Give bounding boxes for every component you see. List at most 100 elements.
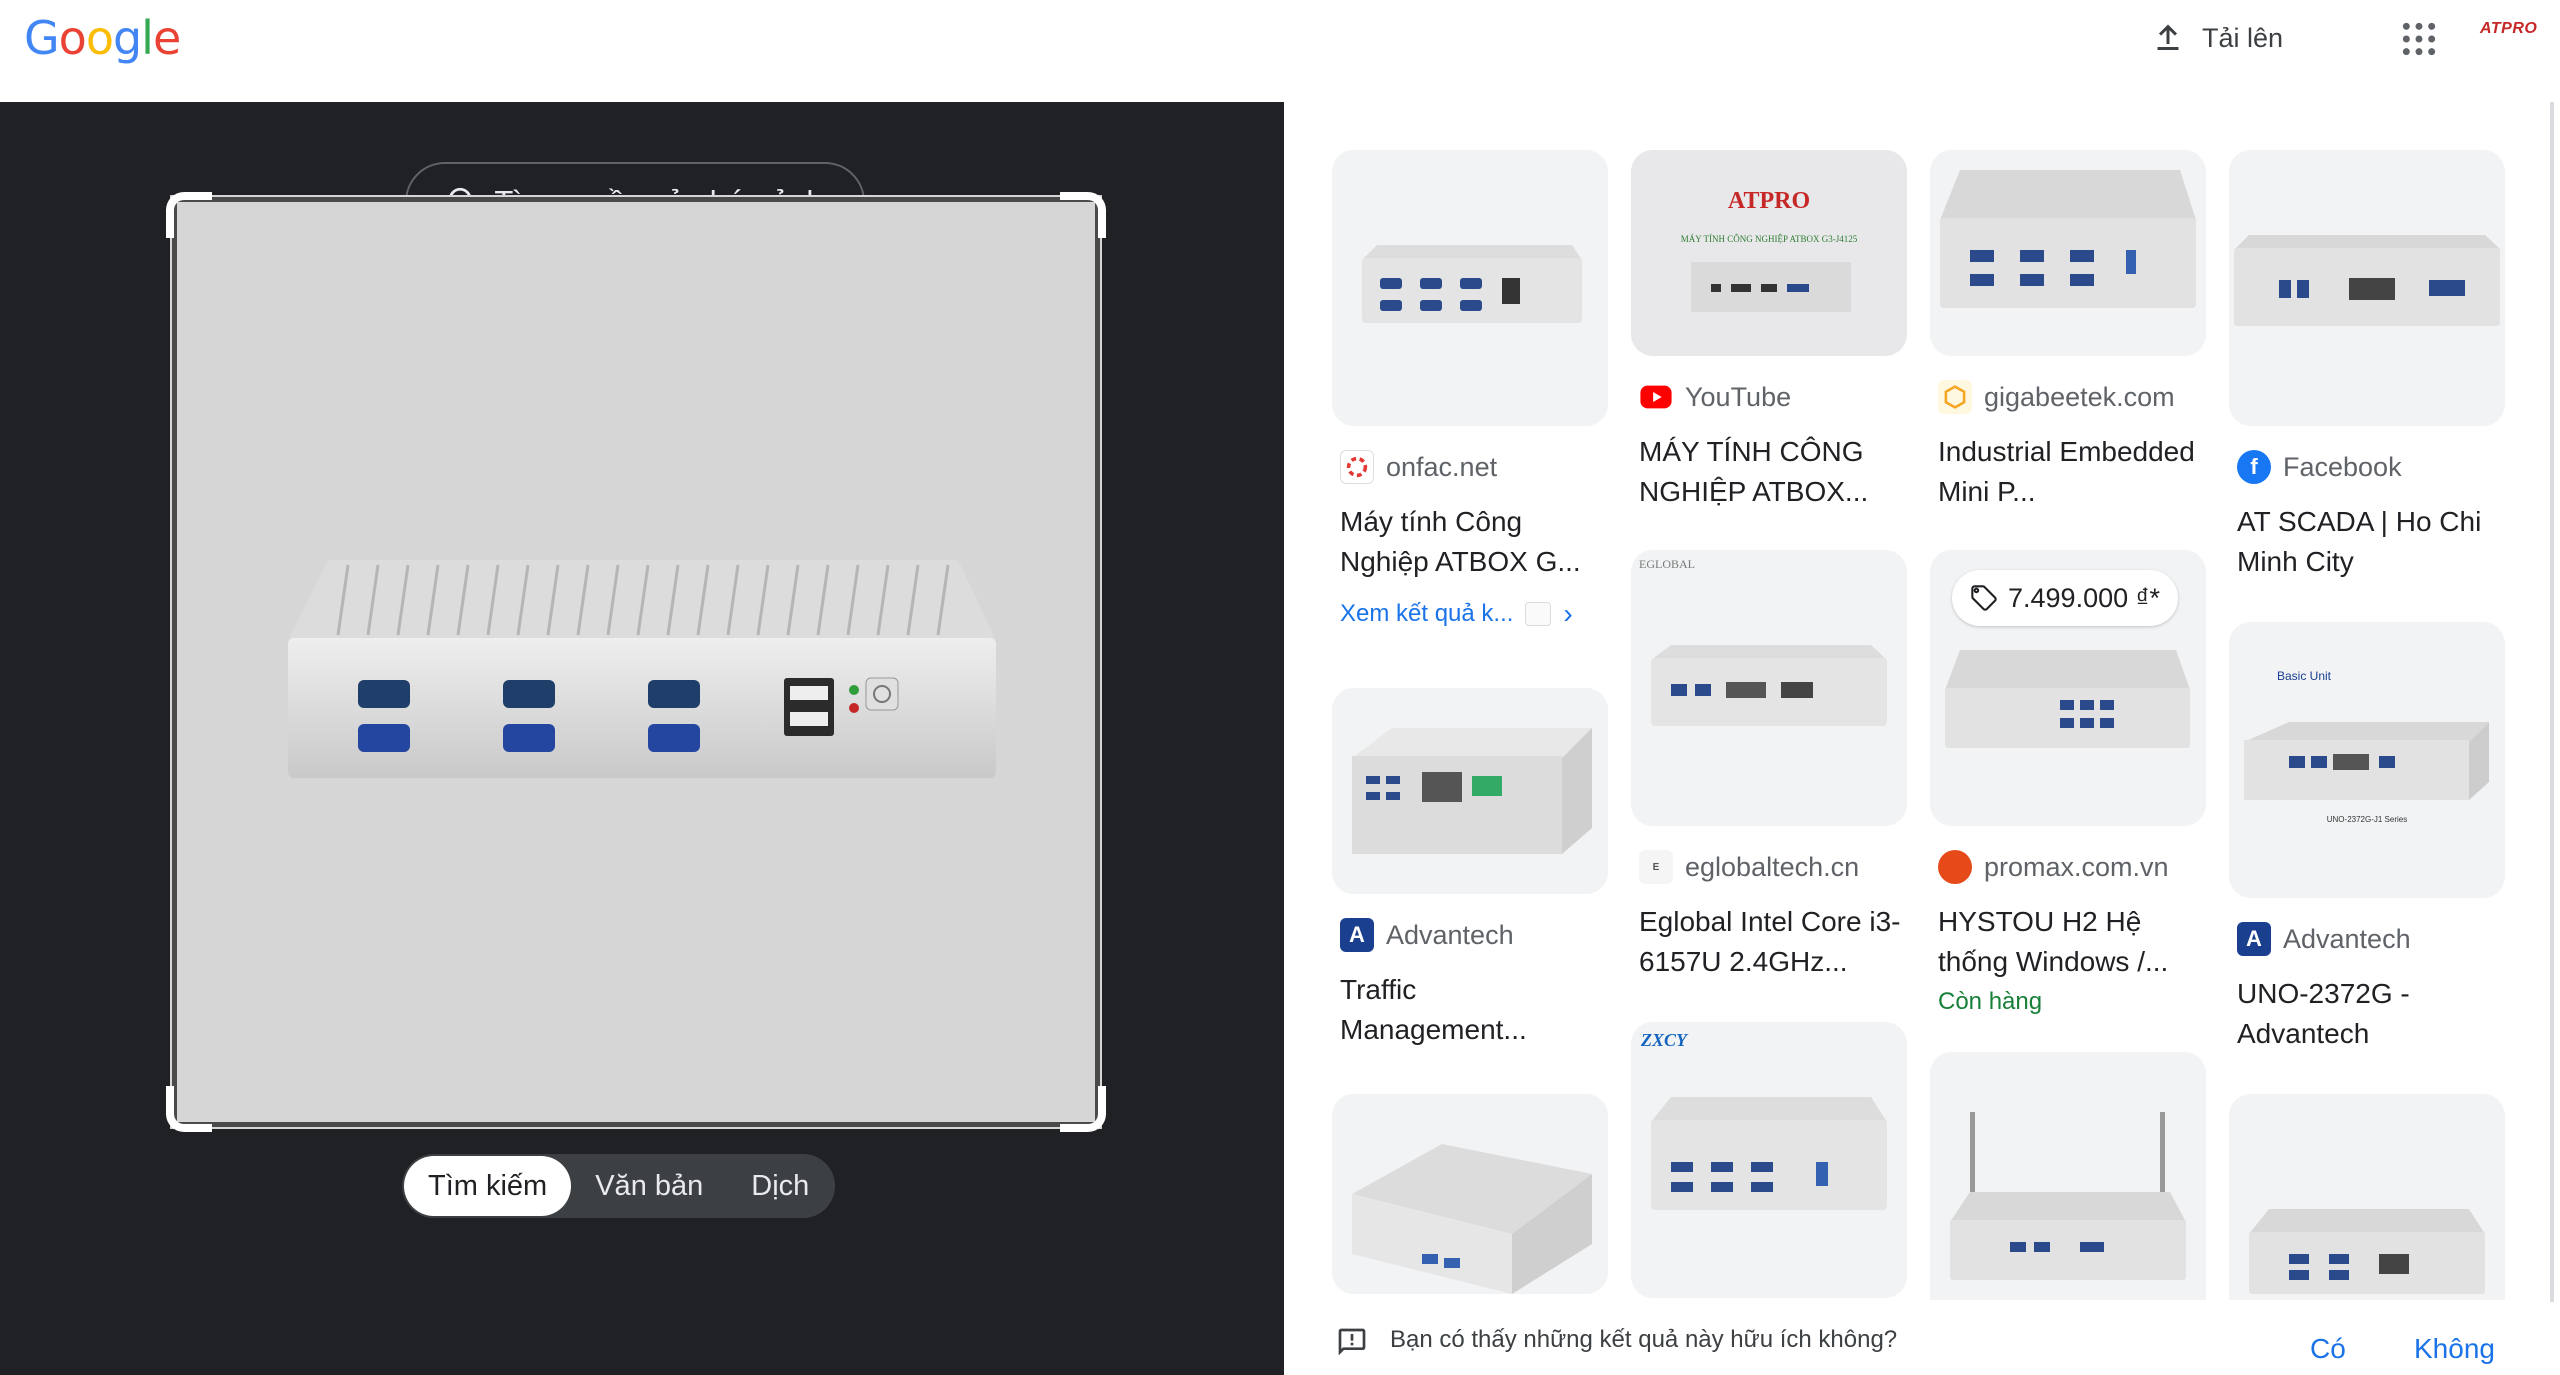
feedback-icon <box>1338 1328 1366 1356</box>
thumb-caption-text: UNO-2372G-J1 Series <box>2327 815 2407 824</box>
tab-translate[interactable]: Dịch <box>751 1169 810 1202</box>
chevron-right-icon: › <box>1563 598 1573 629</box>
upload-button[interactable]: Tải lên <box>2150 18 2283 58</box>
result-thumbnail[interactable] <box>2229 150 2505 426</box>
price-value: 7.499.000 ₫* <box>2008 582 2160 613</box>
result-thumbnail[interactable] <box>2229 1094 2505 1300</box>
facebook-icon: f <box>2237 450 2271 484</box>
thumb-brand-text: ATPRO <box>1728 188 1810 214</box>
logo-letter: l <box>141 11 154 65</box>
result-source[interactable]: promax.com.vn <box>1930 850 2206 884</box>
result-thumbnail[interactable]: 7.499.000 ₫* <box>1930 550 2206 826</box>
upload-label: Tải lên <box>2202 22 2284 53</box>
result-title[interactable]: MÁY TÍNH CÔNG NGHIỆP ATBOX... <box>1639 436 1869 507</box>
top-bar: Google Tải lên ATPRO <box>0 0 2560 102</box>
results-scrollbar[interactable] <box>2550 102 2554 1302</box>
source-name: Advantech <box>2283 923 2411 954</box>
crop-handle-top-right[interactable] <box>1060 192 1106 238</box>
result-card[interactable]: ZXCY <box>1631 1022 1907 1298</box>
upload-icon <box>2157 24 2179 50</box>
result-card[interactable] <box>1332 1094 1608 1294</box>
result-thumbnail[interactable] <box>1930 1052 2206 1300</box>
result-card[interactable]: f Facebook AT SCADA | Ho Chi Minh City <box>2229 150 2505 582</box>
result-title[interactable]: AT SCADA | Ho Chi Minh City <box>2237 506 2482 577</box>
youtube-icon <box>1639 380 1673 414</box>
feedback-bar: Bạn có thấy những kết quả này hữu ích kh… <box>1284 1302 2554 1375</box>
result-thumbnail[interactable] <box>1332 688 1608 894</box>
more-results-label: Xem kết quả k... <box>1340 600 1514 627</box>
result-source[interactable]: f Facebook <box>2229 450 2505 484</box>
crop-handle-bottom-left[interactable] <box>166 1086 212 1132</box>
apps-grid-icon[interactable] <box>2400 20 2438 58</box>
result-card[interactable]: 7.499.000 ₫* promax.com.vn HYSTOU H2 Hệ … <box>1930 550 2206 1016</box>
tab-search[interactable]: Tìm kiếm <box>404 1156 572 1216</box>
feedback-question: Bạn có thấy những kết quả này hữu ích kh… <box>1390 1326 1898 1353</box>
logo-letter: o <box>85 11 114 65</box>
source-name: onfac.net <box>1386 451 1498 482</box>
price-badge: 7.499.000 ₫* <box>1952 570 2178 626</box>
visual-matches-panel: onfac.net Máy tính Công Nghiệp ATBOX G..… <box>1284 102 2560 1300</box>
logo-letter: G <box>24 11 60 65</box>
result-source[interactable]: onfac.net <box>1332 450 1608 484</box>
result-thumbnail[interactable] <box>1332 1094 1608 1294</box>
result-title[interactable]: Máy tính Công Nghiệp ATBOX G... <box>1340 506 1581 577</box>
logo-letter: g <box>112 11 142 65</box>
lens-mode-tabs: Tìm kiếm Văn bản Dịch <box>402 1154 836 1218</box>
promax-favicon-icon <box>1938 850 1972 884</box>
thumb-label-text: Basic Unit <box>2277 669 2332 683</box>
crop-handle-top-left[interactable] <box>166 192 212 238</box>
more-results-link[interactable]: Xem kết quả k... › <box>1332 598 1608 630</box>
result-source[interactable]: gigabeetek.com <box>1930 380 2206 414</box>
feedback-yes-button[interactable]: Có <box>2310 1333 2346 1364</box>
source-name: YouTube <box>1685 381 1792 412</box>
result-source[interactable]: YouTube <box>1631 380 1907 414</box>
crop-handle-bottom-right[interactable] <box>1060 1086 1106 1132</box>
mini-pc-image <box>288 560 996 778</box>
result-card[interactable]: gigabeetek.com Industrial Embedded Mini … <box>1930 150 2206 512</box>
result-title[interactable]: Industrial Embedded Mini P... <box>1938 436 2195 507</box>
results-column: f Facebook AT SCADA | Ho Chi Minh City Ba… <box>2229 150 2505 1300</box>
results-column: gigabeetek.com Industrial Embedded Mini … <box>1930 150 2206 1300</box>
google-logo[interactable]: Google <box>24 10 181 66</box>
mini-thumbnail <box>1525 602 1552 626</box>
thumb-brand-text: ZXCY <box>1640 1030 1689 1050</box>
result-title[interactable]: UNO-2372G - Advantech <box>2237 978 2410 1049</box>
logo-letter: e <box>152 11 181 65</box>
result-thumbnail[interactable] <box>1332 150 1608 426</box>
advantech-favicon-icon: A <box>2237 922 2271 956</box>
advantech-favicon-icon: A <box>1340 918 1374 952</box>
gigabee-favicon-icon <box>1938 380 1972 414</box>
result-card[interactable]: onfac.net Máy tính Công Nghiệp ATBOX G..… <box>1332 150 1608 630</box>
price-tag-icon <box>1971 585 1997 611</box>
account-avatar[interactable]: ATPRO <box>2480 20 2538 37</box>
result-thumbnail[interactable] <box>1930 150 2206 356</box>
thumb-brand-text: EGLOBAL <box>1639 557 1695 571</box>
stock-status: Còn hàng <box>1938 988 2043 1015</box>
result-card[interactable] <box>1930 1052 2206 1300</box>
result-title[interactable]: Eglobal Intel Core i3-6157U 2.4GHz... <box>1639 906 1901 977</box>
result-card[interactable] <box>2229 1094 2505 1300</box>
logo-letter: o <box>58 11 87 65</box>
result-title[interactable]: HYSTOU H2 Hệ thống Windows /... <box>1938 906 2169 977</box>
result-title[interactable]: Traffic Management... <box>1340 974 1527 1045</box>
source-name: Facebook <box>2283 451 2402 482</box>
result-thumbnail[interactable]: ZXCY <box>1631 1022 1907 1298</box>
source-name: promax.com.vn <box>1984 851 2169 882</box>
results-column: onfac.net Máy tính Công Nghiệp ATBOX G..… <box>1332 150 1608 1300</box>
tab-text[interactable]: Văn bản <box>595 1169 704 1202</box>
feedback-no-button[interactable]: Không <box>2414 1333 2495 1364</box>
result-thumbnail[interactable]: EGLOBAL <box>1631 550 1907 826</box>
site-favicon-icon <box>1340 450 1374 484</box>
result-source[interactable]: A Advantech <box>2229 922 2505 956</box>
eglobal-favicon-icon: E <box>1639 850 1673 884</box>
source-name: eglobaltech.cn <box>1685 851 1860 882</box>
